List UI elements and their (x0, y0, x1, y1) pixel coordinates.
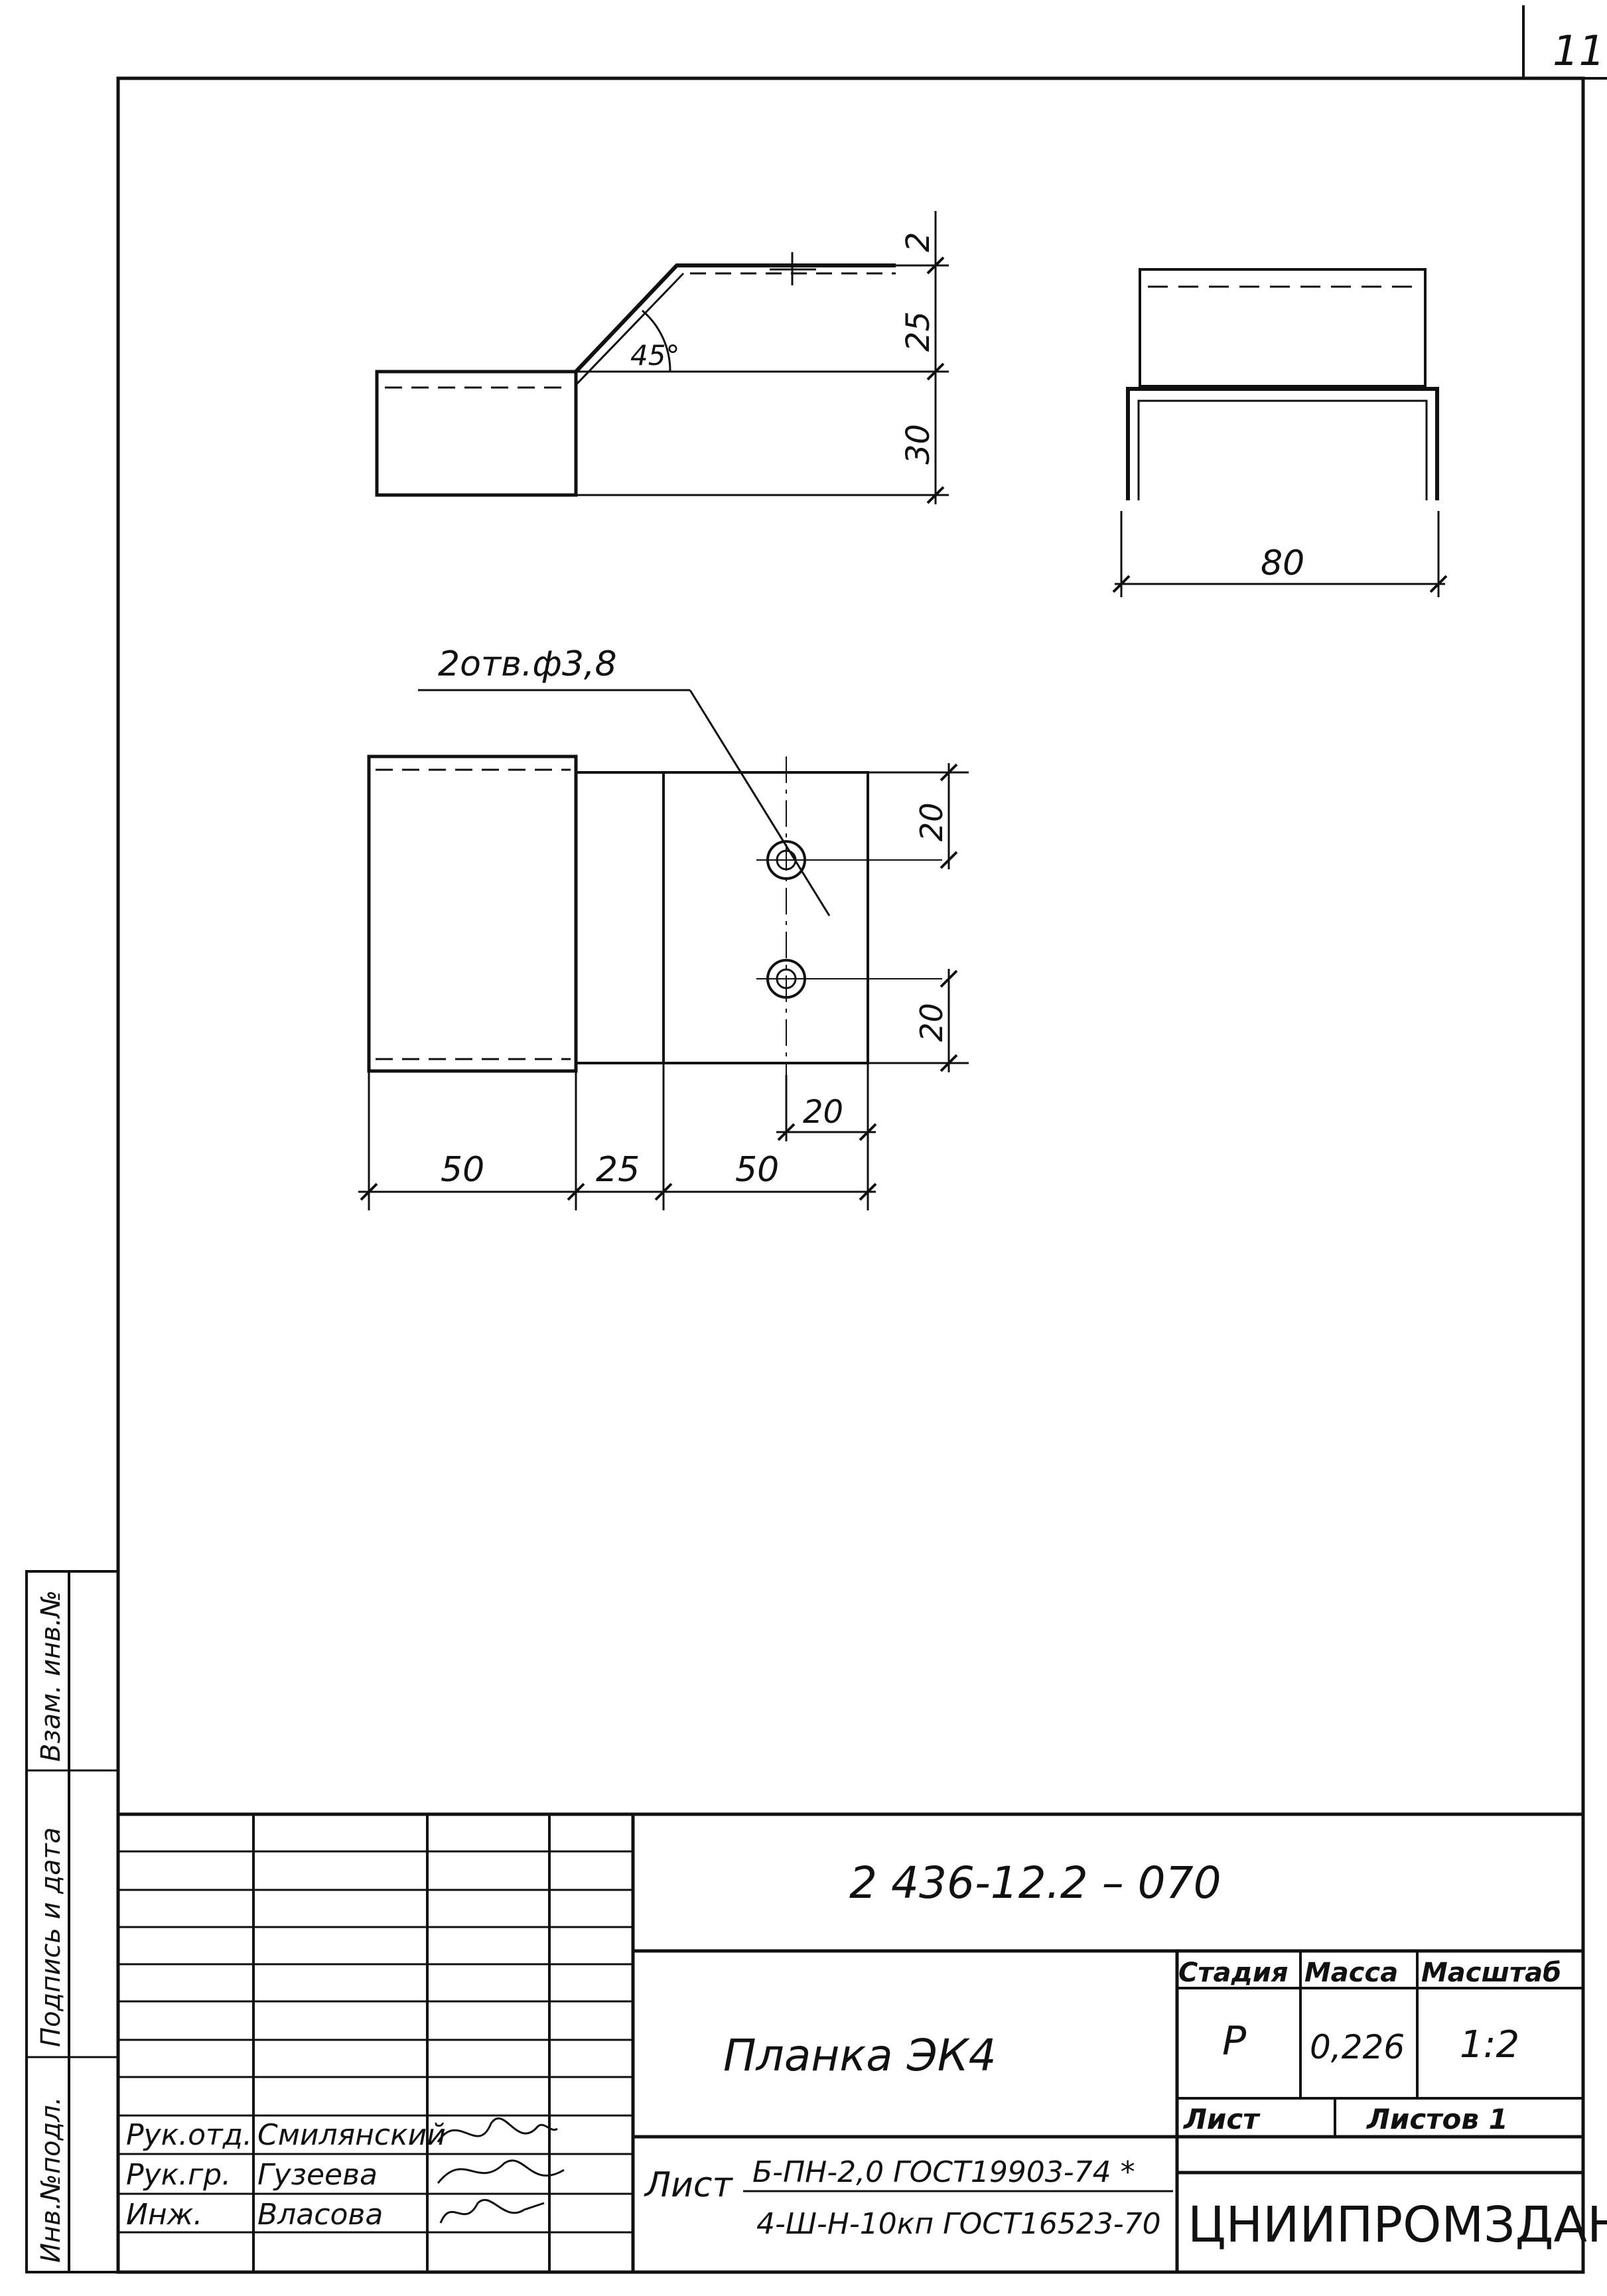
doc-code: 2 436-12.2 – 070 (849, 1857, 1222, 1908)
part-name: Планка ЭК4 (723, 2030, 997, 2081)
dim-thickness: 2 (900, 232, 937, 252)
value-mass: 0,226 (1310, 2028, 1405, 2066)
signature-2 (437, 2159, 565, 2184)
plan-view: 2отв.ф3,8 20 20 (358, 644, 969, 1210)
label-vzam-inv: Взам. инв.№ (36, 1590, 66, 1762)
dim-hole-offset: 20 (803, 1094, 843, 1131)
header-scale: Масштаб (1421, 1958, 1561, 1988)
material-label: Лист (644, 2165, 733, 2205)
dim-height: 30 (900, 424, 937, 465)
label-podpis-data: Подпись и дата (36, 1828, 66, 2047)
sheet-number: 11 (1553, 27, 1605, 75)
header-stage: Стадия (1178, 1958, 1289, 1988)
value-scale: 1:2 (1460, 2023, 1519, 2066)
dim-hole-spacing-bottom: 20 (914, 1003, 949, 1042)
dim-len-b: 25 (596, 1150, 640, 1190)
material-top: Б-ПН-2,0 ГОСТ19903-74 * (752, 2155, 1135, 2189)
signature-1 (437, 2117, 558, 2143)
signer-role-2: Рук.гр. (126, 2158, 231, 2192)
side-stamp: Инв.№подл. Подпись и дата Взам. инв.№ (36, 1570, 119, 2273)
signer-role-3: Инж. (126, 2198, 202, 2232)
organization: ЦНИИПРОМЗДАНИЙ (1188, 2195, 1607, 2254)
end-view: 80 (1112, 268, 1448, 597)
signer-name-3: Власова (257, 2198, 383, 2232)
label-inv-podl: Инв.№подл. (36, 2096, 66, 2263)
signer-name-2: Гузеева (257, 2158, 378, 2192)
title-block: 2 436-12.2 – 070 Планка ЭК4 Стадия Масса… (116, 1812, 1607, 2274)
side-view: 45° 2 25 30 (375, 211, 949, 504)
holes-note: 2отв.ф3,8 (438, 644, 617, 684)
material-bottom: 4-Ш-Н-10кп ГОСТ16523-70 (756, 2207, 1161, 2241)
signer-role-1: Рук.отд. (126, 2118, 252, 2152)
dim-len-c: 50 (735, 1150, 779, 1190)
sheets-label: Листов 1 (1365, 2103, 1508, 2135)
dim-rise: 25 (900, 311, 937, 352)
sheet-label: Лист (1182, 2103, 1261, 2135)
value-stage: Р (1222, 2018, 1247, 2064)
header-mass: Масса (1304, 1958, 1398, 1988)
dim-len-a: 50 (441, 1150, 484, 1190)
signer-name-1: Смилянский (257, 2118, 446, 2152)
dim-width-end: 80 (1261, 543, 1304, 583)
dim-hole-spacing-top: 20 (914, 802, 949, 841)
dim-angle: 45° (630, 339, 679, 372)
signature-3 (439, 2198, 545, 2224)
